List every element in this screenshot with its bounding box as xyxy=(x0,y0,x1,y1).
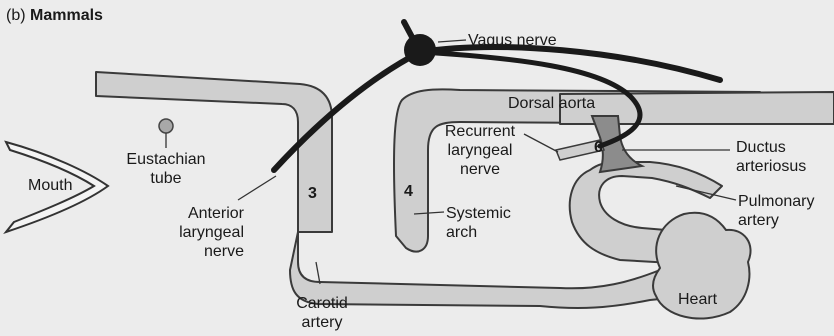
ductus-line-2: arteriosus xyxy=(736,157,806,176)
figure-title: (b) Mammals xyxy=(6,6,103,25)
systemic-line-2: arch xyxy=(446,223,511,242)
pulmonary-artery-label: Pulmonary artery xyxy=(738,192,814,230)
anterior-line-1: Anterior xyxy=(174,204,244,223)
anterior-line-2: laryngeal xyxy=(174,223,244,242)
leader-carotid xyxy=(316,262,320,284)
eustachian-line-2: tube xyxy=(116,169,216,188)
systemic-line-1: Systemic xyxy=(446,204,511,223)
eustachian-line-1: Eustachian xyxy=(116,150,216,169)
heart-label: Heart xyxy=(678,290,717,309)
recurrent-laryngeal-nerve-label: Recurrent laryngeal nerve xyxy=(430,122,530,179)
anterior-laryngeal-nerve-label: Anterior laryngeal nerve xyxy=(174,204,244,261)
recurrent-line-2: laryngeal xyxy=(430,141,530,160)
arch-3-number: 3 xyxy=(308,184,317,203)
vessel-network xyxy=(96,72,834,319)
vagus-ganglion xyxy=(404,34,436,66)
eustachian-tube-label: Eustachian tube xyxy=(116,150,216,188)
dorsal-aorta-label: Dorsal aorta xyxy=(508,94,595,113)
title-text: Mammals xyxy=(30,7,103,24)
vagus-nerve-label: Vagus nerve xyxy=(468,31,557,50)
arch-6-number: 6 xyxy=(594,138,603,157)
carotid-line-1: Carotid xyxy=(282,294,362,313)
arch-4-number: 4 xyxy=(404,182,413,201)
pulmonary-line-1: Pulmonary xyxy=(738,192,814,211)
leader-anterior xyxy=(238,176,276,200)
carotid-artery-label: Carotid artery xyxy=(282,294,362,332)
ductus-arteriosus-label: Ductus arteriosus xyxy=(736,138,806,176)
pulmonary-line-2: artery xyxy=(738,211,814,230)
systemic-arch-label: Systemic arch xyxy=(446,204,511,242)
leader-vagus xyxy=(438,40,466,42)
carotid-line-2: artery xyxy=(282,313,362,332)
part-label: (b) xyxy=(6,7,26,24)
anterior-line-3: nerve xyxy=(174,242,244,261)
eustachian-tube-dot xyxy=(159,119,173,133)
recurrent-line-3: nerve xyxy=(430,160,530,179)
mouth-label: Mouth xyxy=(28,176,72,195)
ductus-line-1: Ductus xyxy=(736,138,806,157)
recurrent-line-1: Recurrent xyxy=(430,122,530,141)
